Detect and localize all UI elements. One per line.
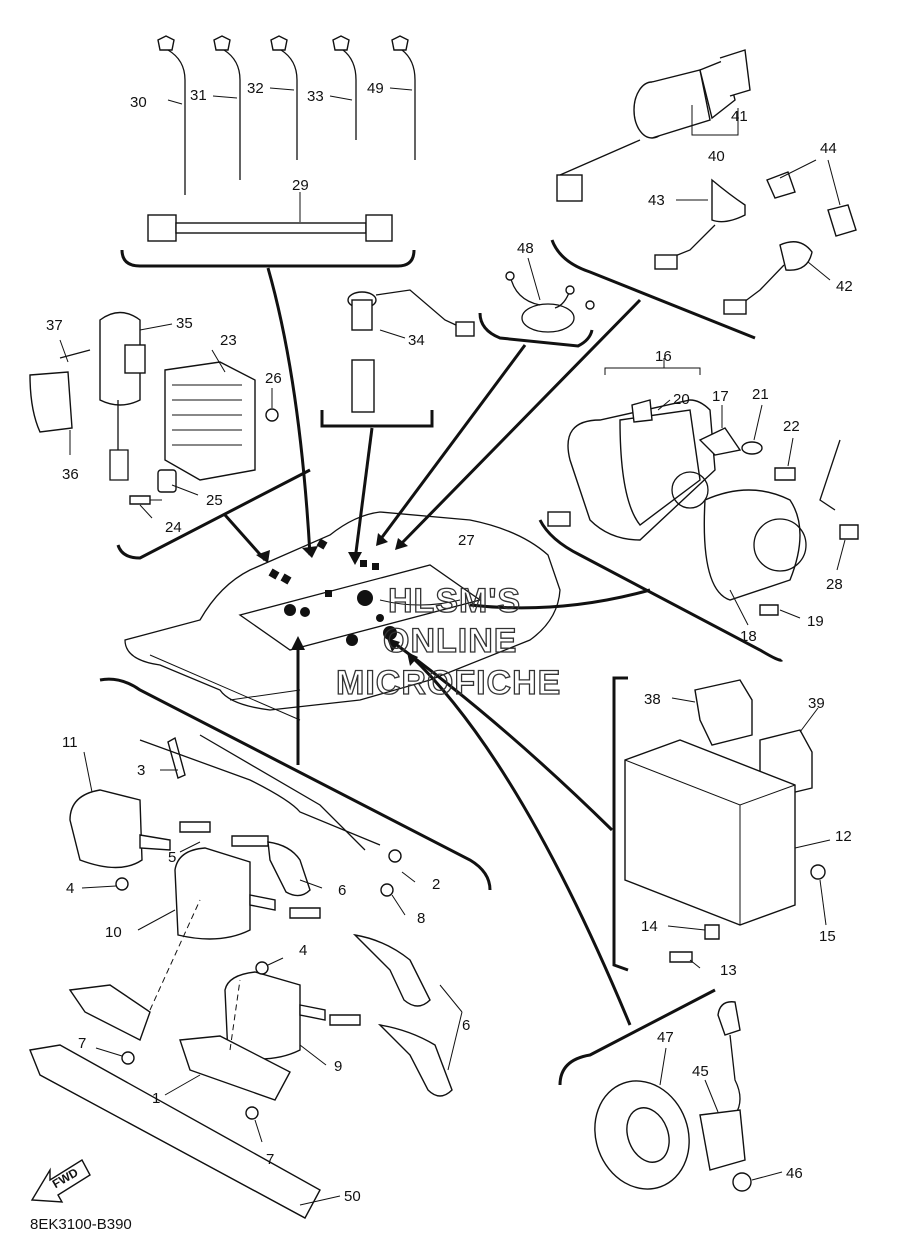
diagram-code: 8EK3100-B390	[30, 1216, 132, 1233]
callout-37: 37	[46, 317, 63, 334]
callout-30: 30	[130, 94, 147, 111]
fwd-arrow-icon: FWD	[30, 1159, 91, 1203]
callout-21: 21	[752, 386, 769, 403]
callout-25: 25	[206, 492, 223, 509]
snowmobile-outline	[124, 511, 561, 721]
callout-38: 38	[644, 691, 661, 708]
callout-16: 16	[655, 348, 672, 365]
switch-group	[556, 49, 857, 315]
callout-10: 10	[105, 924, 122, 941]
callout-29: 29	[292, 177, 309, 194]
callout-42: 42	[836, 278, 853, 295]
callout-4b: 4	[299, 942, 307, 959]
callout-45: 45	[692, 1063, 709, 1080]
callout-20: 20	[673, 391, 690, 408]
callout-12: 12	[835, 828, 852, 845]
callout-46: 46	[786, 1165, 803, 1182]
leader-lines	[223, 267, 651, 1026]
callout-11: 11	[62, 734, 78, 751]
callout-43: 43	[648, 192, 665, 209]
callout-48: 48	[517, 240, 534, 257]
callout-35: 35	[176, 315, 193, 332]
clamp-48	[505, 257, 595, 333]
callout-1: 1	[152, 1090, 160, 1107]
wire-harness-group	[147, 35, 416, 242]
callout-26: 26	[265, 370, 282, 387]
electronics-group	[624, 679, 831, 969]
callout-49: 49	[367, 80, 384, 97]
callout-27: 27	[458, 532, 475, 549]
pickup-group	[594, 1001, 783, 1192]
callout-32: 32	[247, 80, 264, 97]
callout-19: 19	[807, 613, 824, 630]
callout-2: 2	[432, 876, 440, 893]
callout-39: 39	[808, 695, 825, 712]
callout-34: 34	[408, 332, 425, 349]
callout-7a: 7	[78, 1035, 86, 1052]
callout-31: 31	[190, 87, 207, 104]
callout-47: 47	[657, 1029, 674, 1046]
callout-22: 22	[783, 418, 800, 435]
callout-33: 33	[307, 88, 324, 105]
sensor-34	[347, 289, 475, 413]
callout-23: 23	[220, 332, 237, 349]
watermark: HLSM'S ONLINE MICROFICHE	[335, 581, 561, 702]
svg-text:MICROFICHE: MICROFICHE	[336, 664, 561, 702]
callout-17: 17	[712, 388, 729, 405]
callout-40: 40	[708, 148, 725, 165]
callout-7b: 7	[266, 1151, 274, 1168]
callout-9: 9	[334, 1058, 342, 1075]
callout-6a: 6	[338, 882, 346, 899]
callout-44: 44	[820, 140, 837, 157]
callout-8: 8	[417, 910, 425, 927]
callout-13: 13	[720, 962, 737, 979]
callout-5: 5	[168, 849, 176, 866]
callout-14: 14	[641, 918, 658, 935]
svg-text:ONLINE: ONLINE	[383, 622, 517, 660]
callout-41: 41	[731, 108, 748, 125]
callout-24: 24	[165, 519, 182, 536]
callout-15: 15	[819, 928, 836, 945]
callout-50: 50	[344, 1188, 361, 1205]
callout-4a: 4	[66, 880, 74, 897]
callout-18: 18	[740, 628, 757, 645]
starter-group	[547, 358, 859, 626]
ignition-group	[29, 734, 463, 1219]
regulator-group	[29, 311, 279, 519]
callout-36: 36	[62, 466, 79, 483]
callout-3: 3	[137, 762, 145, 779]
callout-6b: 6	[462, 1017, 470, 1034]
callout-labels: 30 31 32 33 49 29 37 35 23 26 36 25 24 3…	[46, 80, 853, 1205]
callout-28: 28	[826, 576, 843, 593]
group-brackets	[99, 239, 784, 1086]
svg-text:HLSM'S: HLSM'S	[388, 582, 521, 620]
